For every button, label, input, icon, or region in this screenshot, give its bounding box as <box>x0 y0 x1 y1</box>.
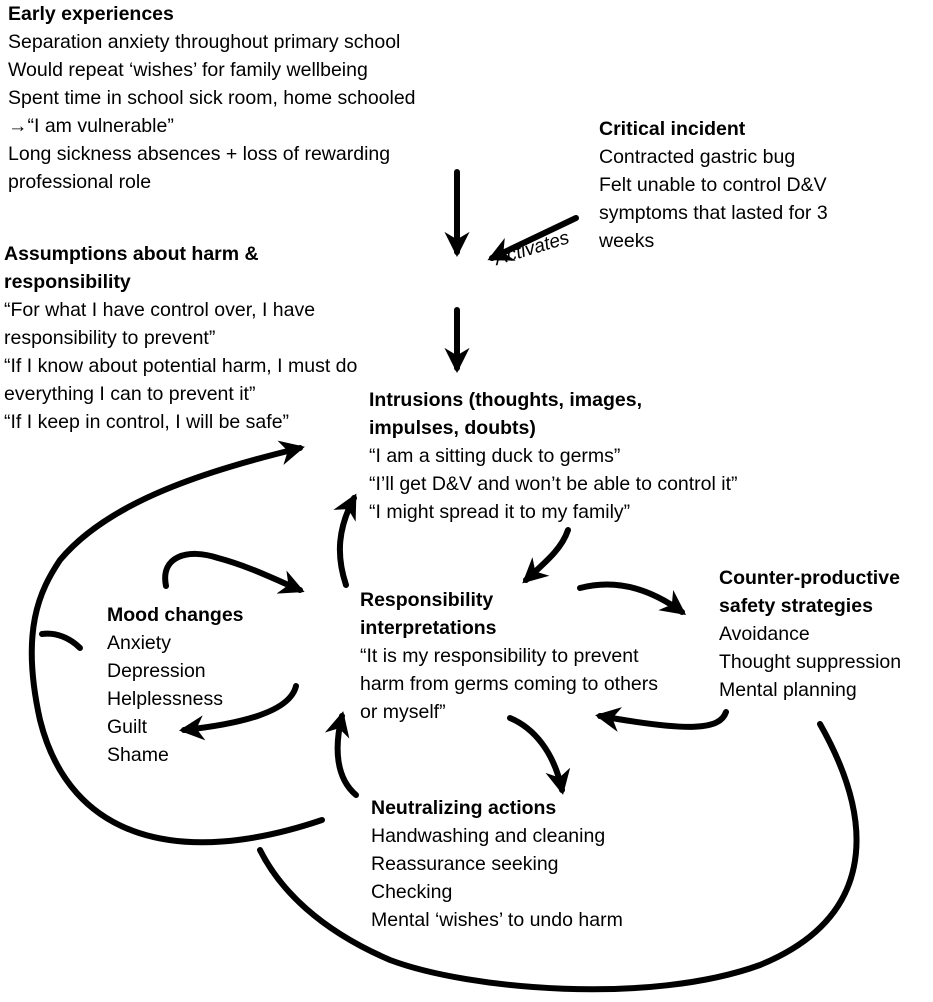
assumptions-line: “If I keep in control, I will be safe” <box>4 411 290 433</box>
responsibility-line: harm from germs coming to others <box>360 673 659 695</box>
assumptions-line: “If I know about potential harm, I must … <box>4 355 358 377</box>
critical-incident-box: Critical incident Contracted gastric bug… <box>599 115 828 255</box>
mood-changes-title: Mood changes <box>107 604 244 626</box>
arrow-intrusions-to-responsibility <box>522 527 571 584</box>
critical-incident-line: Felt unable to control D&V <box>599 174 827 196</box>
mood-changes-box: Mood changes Anxiety Depression Helpless… <box>107 601 244 769</box>
neutralizing-actions-box: Neutralizing actions Handwashing and cle… <box>371 794 623 934</box>
arrow-big-left-loop <box>28 440 325 846</box>
intrusions-line: “I might spread it to my family” <box>369 501 631 523</box>
mood-changes-line: Anxiety <box>107 632 171 654</box>
neutralizing-actions-line: Checking <box>371 881 453 903</box>
arrow-responsibility-to-safety <box>577 581 687 615</box>
early-experiences-line: Would repeat ‘wishes’ for family wellbei… <box>8 59 368 81</box>
responsibility-line: or myself” <box>360 701 446 723</box>
early-experiences-title: Early experiences <box>8 3 174 25</box>
arrow-responsibility-to-intrusions <box>333 493 357 588</box>
critical-incident-line: symptoms that lasted for 3 <box>599 202 828 224</box>
assumptions-box: Assumptions about harm & responsibility … <box>4 240 357 436</box>
mood-changes-line: Guilt <box>107 716 148 738</box>
mood-changes-line: Depression <box>107 660 206 682</box>
assumptions-line: “For what I have control over, I have <box>4 299 316 321</box>
responsibility-box: Responsibility interpretations “It is my… <box>360 586 658 726</box>
early-experiences-line: Separation anxiety throughout primary sc… <box>8 31 401 53</box>
intrusions-line: “I am a sitting duck to germs” <box>369 445 621 467</box>
safety-strategies-line: Avoidance <box>719 623 810 645</box>
arrow-safety-to-responsibility <box>595 707 729 732</box>
assumptions-line: everything I can to prevent it” <box>4 383 256 405</box>
safety-strategies-title: safety strategies <box>719 595 873 617</box>
loop-bottom <box>257 721 860 993</box>
early-experiences-line: →“I am vulnerable” <box>8 115 174 137</box>
safety-strategies-title: Counter-productive <box>719 567 900 589</box>
early-experiences-line: Spent time in school sick room, home sch… <box>8 87 416 109</box>
intrusions-title: Intrusions (thoughts, images, <box>369 389 643 411</box>
assumptions-line: responsibility to prevent” <box>4 327 216 349</box>
neutralizing-actions-line: Reassurance seeking <box>371 853 559 875</box>
safety-strategies-line: Thought suppression <box>719 651 902 673</box>
arrow-neutralizing-to-responsibility <box>324 711 359 798</box>
responsibility-title: Responsibility <box>360 589 494 611</box>
intrusions-title: impulses, doubts) <box>369 417 536 439</box>
assumptions-title: Assumptions about harm & <box>4 243 259 265</box>
intrusions-line: “I’ll get D&V and won’t be able to contr… <box>369 473 738 495</box>
critical-incident-line: Contracted gastric bug <box>599 146 796 168</box>
arrow-responsibility-to-neutralizing <box>507 715 571 795</box>
assumptions-title: responsibility <box>4 271 131 293</box>
responsibility-line: “It is my responsibility to prevent <box>360 645 639 667</box>
responsibility-title: interpretations <box>360 617 497 639</box>
mood-changes-line: Helplessness <box>107 688 223 710</box>
intrusions-box: Intrusions (thoughts, images, impulses, … <box>369 386 738 526</box>
mood-changes-line: Shame <box>107 744 169 766</box>
early-experiences-line: Long sickness absences + loss of rewardi… <box>8 143 391 165</box>
early-experiences-line: professional role <box>8 171 152 193</box>
safety-strategies-line: Mental planning <box>719 679 857 701</box>
arrow-critical-incident-activates <box>487 215 579 261</box>
neutralizing-actions-line: Mental ‘wishes’ to undo harm <box>371 909 623 931</box>
loop-tick <box>39 630 83 651</box>
critical-incident-title: Critical incident <box>599 118 746 140</box>
critical-incident-line: weeks <box>599 230 655 252</box>
neutralizing-actions-title: Neutralizing actions <box>371 797 557 819</box>
safety-strategies-box: Counter-productive safety strategies Avo… <box>719 564 901 704</box>
arrow-responsibility-to-mood <box>178 683 299 741</box>
arrow-mood-to-responsibility <box>162 550 305 594</box>
neutralizing-actions-line: Handwashing and cleaning <box>371 825 606 847</box>
early-experiences-box: Early experiences Separation anxiety thr… <box>8 0 416 196</box>
